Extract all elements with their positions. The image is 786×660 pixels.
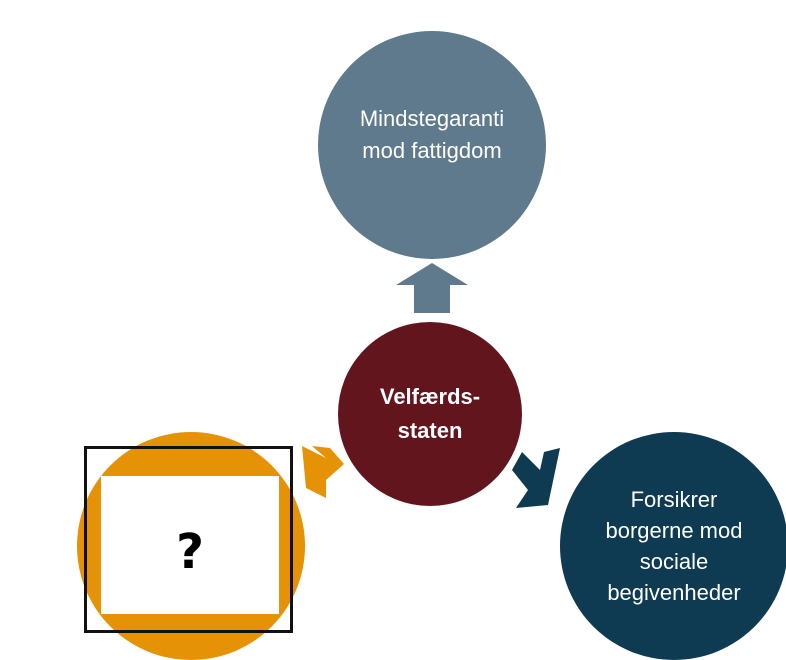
answer-placeholder-frame — [84, 446, 293, 633]
question-mark: ? — [176, 524, 204, 580]
minimum-guarantee-circle: Mindstegaranti mod fattigdom — [318, 31, 546, 259]
welfare-state-label: Velfærds- staten — [379, 384, 481, 443]
minimum-guarantee-label: Mindstegaranti mod fattigdom — [359, 106, 505, 163]
insurance-label: Forsikrer borgerne mod sociale begivenhe… — [605, 487, 743, 605]
answer-placeholder[interactable]: ? — [101, 476, 279, 614]
arrow-down-right-icon — [512, 448, 560, 508]
insurance-circle: Forsikrer borgerne mod sociale begivenhe… — [560, 432, 786, 660]
arrow-down-left-icon — [302, 446, 344, 498]
welfare-state-diagram: Mindstegaranti mod fattigdom Velfærds- s… — [77, 31, 786, 660]
welfare-state-circle: Velfærds- staten — [338, 322, 522, 506]
arrow-up-icon — [396, 263, 468, 313]
